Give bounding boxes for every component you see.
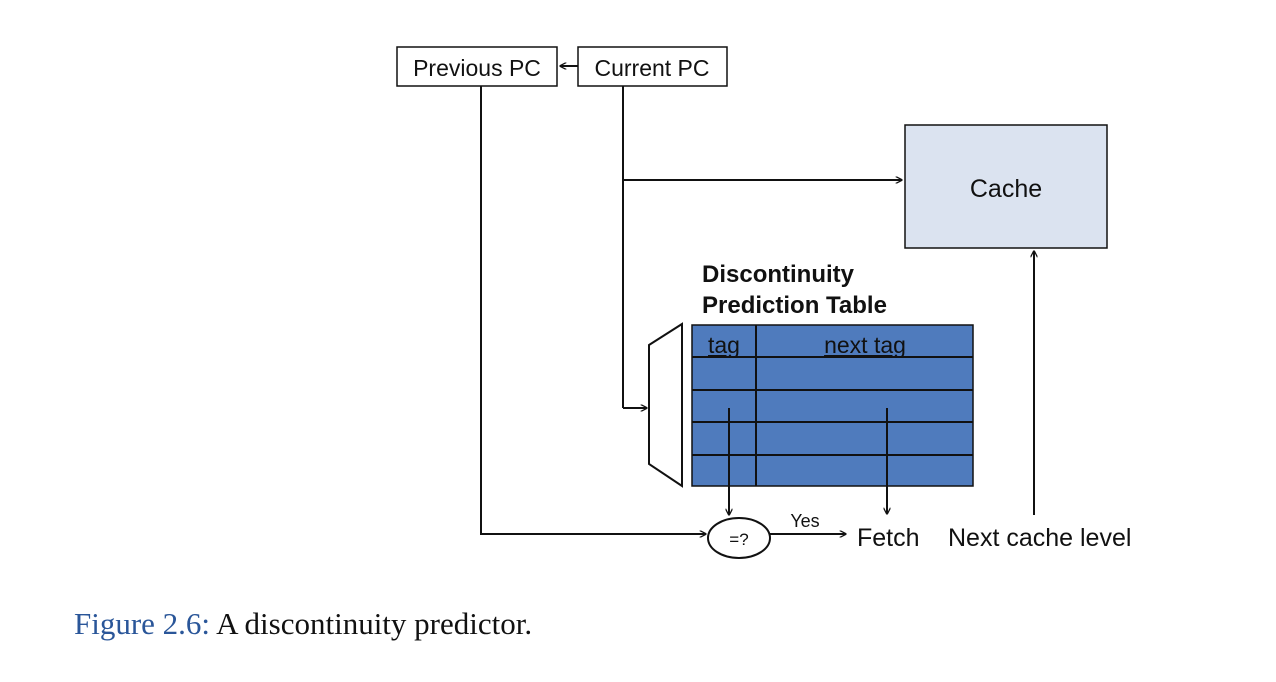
previous-pc-to-comparator-path xyxy=(480,86,706,534)
current-pc-label: Current PC xyxy=(594,55,709,81)
figure-caption: Figure 2.6: A discontinuity predictor. xyxy=(74,606,532,642)
comparator-label: =? xyxy=(729,530,748,549)
cache-box: Cache xyxy=(904,124,1108,249)
table-title-line1: Discontinuity xyxy=(702,261,855,288)
next-cache-level-label: Next cache level xyxy=(948,524,1131,552)
index-decoder xyxy=(648,322,683,488)
table-col-next-tag: next tag xyxy=(824,332,906,358)
fetch-label: Fetch xyxy=(857,524,920,552)
figure-caption-text: A discontinuity predictor. xyxy=(216,606,533,641)
previous-pc-label: Previous PC xyxy=(413,55,541,81)
figure-number: Figure 2.6: xyxy=(74,606,211,641)
prediction-table: tag next tag xyxy=(691,324,974,487)
yes-label: Yes xyxy=(790,511,819,531)
previous-pc-box: Previous PC xyxy=(396,46,558,87)
current-pc-box: Current PC xyxy=(577,46,728,87)
table-title-line2: Prediction Table xyxy=(702,292,887,319)
comparator: =? xyxy=(707,517,771,559)
table-col-tag: tag xyxy=(708,332,740,358)
cache-label: Cache xyxy=(970,175,1042,203)
